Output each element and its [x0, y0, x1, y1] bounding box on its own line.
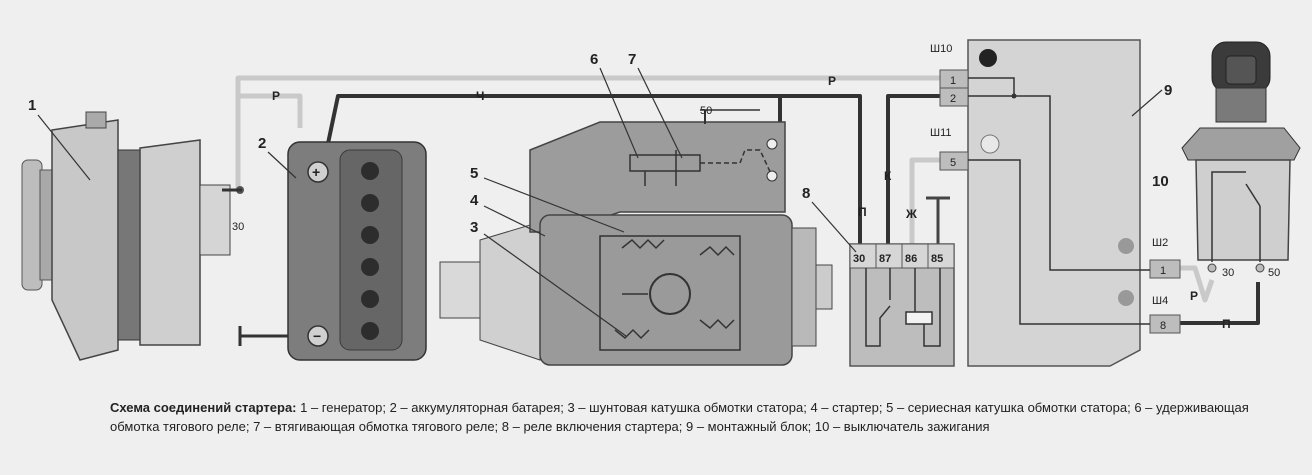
sh10-pin-2 [939, 87, 969, 107]
connector-sh2-pin1: 1 [1160, 265, 1166, 277]
label-starter: 4 [470, 192, 479, 209]
caption-body: 1 – генератор; 2 – аккумуляторная батаре… [110, 400, 1249, 434]
battery-plus-sign: + [312, 164, 320, 180]
label-generator: 1 [28, 97, 36, 114]
connector-labels: Ш10 1 2 Ш11 5 Ш2 1 Ш4 8 [930, 43, 1168, 332]
battery-signs: + − [312, 164, 321, 344]
connector-sh10-pin1: 1 [950, 75, 956, 87]
connector-sh10-pin2: 2 [950, 93, 956, 105]
component-labels: 1 2 3 4 5 6 7 8 9 10 [28, 51, 1172, 337]
label-battery: 2 [258, 135, 266, 152]
battery-minus-sign: − [313, 328, 321, 344]
label-shunt-coil: 3 [470, 219, 478, 236]
sh2-pin-1 [1149, 259, 1181, 279]
diagram-caption: Схема соединений стартера: 1 – генератор… [110, 398, 1290, 436]
wire-ch [320, 94, 862, 244]
wire-label-p-switch: П [1222, 317, 1231, 331]
mount-block [939, 39, 1181, 367]
relay-pin-85 [927, 243, 955, 269]
label-pull-coil: 7 [628, 51, 636, 68]
label-hold-coil: 6 [590, 51, 598, 68]
connector-sh4: Ш4 [1152, 295, 1168, 307]
terminal-sol-50: 50 [700, 105, 712, 117]
wire-label-r-switch: Р [1190, 289, 1198, 303]
terminal-gen-30: 30 [232, 221, 244, 233]
relay-pin-labels: 30 87 86 85 [853, 253, 943, 265]
wire-p-switch [1180, 282, 1260, 325]
label-relay: 8 [802, 185, 810, 202]
connector-sh11-pin5: 5 [950, 157, 956, 169]
relay-pin-30 [849, 243, 877, 269]
label-ignition-switch: 10 [1152, 173, 1169, 190]
wire-label-k: К [884, 169, 892, 183]
connector-sh2: Ш2 [1152, 237, 1168, 249]
label-mount-block: 9 [1164, 82, 1172, 99]
wire-label-zh: Ж [905, 207, 917, 221]
terminal-sw-30: 30 [1222, 267, 1234, 279]
connector-sh4-pin8: 8 [1160, 320, 1166, 332]
wire-r-top [235, 75, 942, 190]
connector-sh10: Ш10 [930, 43, 952, 55]
label-series-coil: 5 [470, 165, 478, 182]
wire-label-ch: Ч [476, 89, 484, 103]
wire-label-p-relay: П [858, 205, 867, 219]
relay-pin-label-87: 87 [879, 253, 891, 265]
wire-label-r-top: Р [828, 74, 836, 88]
wire-zh [909, 157, 942, 244]
connector-sh11: Ш11 [930, 127, 952, 139]
starter-wiring-diagram: 1 2 3 4 5 6 7 8 9 10 Р Р Ч К П Ж Р П 30 … [21, 39, 1301, 367]
terminal-sw-50: 50 [1268, 267, 1280, 279]
sh11-pin-5 [939, 151, 969, 171]
wire-label-r-left: Р [272, 89, 280, 103]
wire-k [886, 94, 942, 244]
starter [439, 109, 833, 366]
terminal-labels: 30 50 30 50 [232, 105, 1280, 279]
generator [21, 111, 244, 361]
relay-pin-label-85: 85 [931, 253, 943, 265]
wire-r-battery [235, 93, 303, 128]
wire-r-switch [1180, 265, 1215, 303]
ignition-switch [1181, 41, 1301, 273]
caption-title: Схема соединений стартера: [110, 400, 297, 415]
battery [287, 141, 427, 361]
relay-pin-label-86: 86 [905, 253, 917, 265]
wire-labels: Р Р Ч К П Ж Р П [272, 74, 1231, 331]
relay-pin-label-30: 30 [853, 253, 865, 265]
starter-relay [849, 243, 955, 367]
